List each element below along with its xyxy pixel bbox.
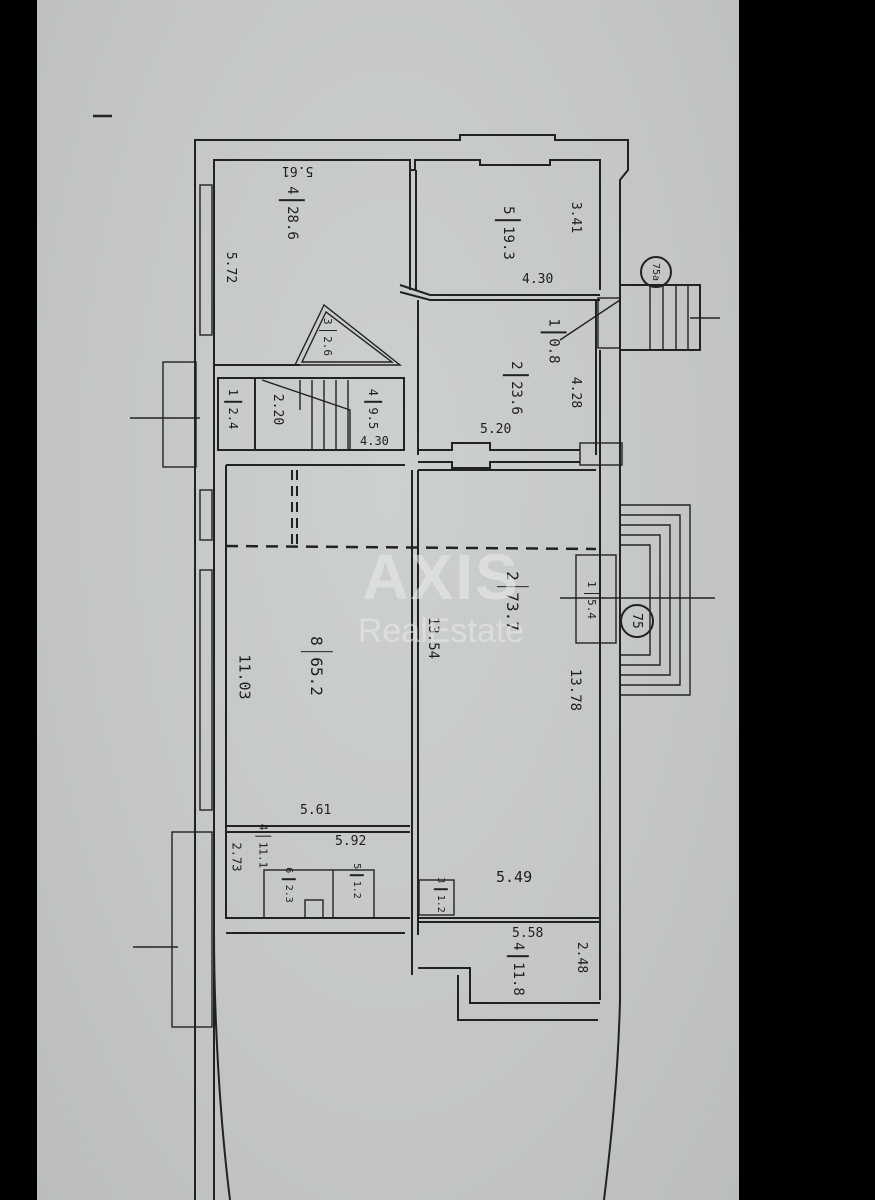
dimension-label: 5.58 <box>512 926 544 941</box>
dimension-label: 4.28 <box>568 376 584 409</box>
dimension-label: 13.78 <box>567 668 584 712</box>
dimension-label: 2.48 <box>574 941 590 974</box>
dimension-label: 5.61 <box>300 803 332 818</box>
dimension-label: 11.03 <box>235 654 254 700</box>
dimension-label: 13.54 <box>425 616 442 660</box>
dimension-label: 2.20 <box>270 393 286 426</box>
dimension-label: 4.30 <box>522 272 554 287</box>
dimension-label: 5.92 <box>335 834 367 849</box>
dimension-label: 4.30 <box>360 434 389 448</box>
dimension-label: 2.73 <box>229 842 244 872</box>
entrance-marker-75a: 75a <box>640 256 672 288</box>
dimension-label: 5.72 <box>223 251 239 284</box>
entrance-marker-75: 75 <box>620 604 654 638</box>
floor-plan-paper <box>37 0 739 1200</box>
dimension-label: 5.20 <box>480 422 512 437</box>
dimension-label: 3.41 <box>568 201 584 234</box>
dimension-label: 5.61 <box>282 163 314 178</box>
dimension-label: 5.49 <box>496 868 533 886</box>
